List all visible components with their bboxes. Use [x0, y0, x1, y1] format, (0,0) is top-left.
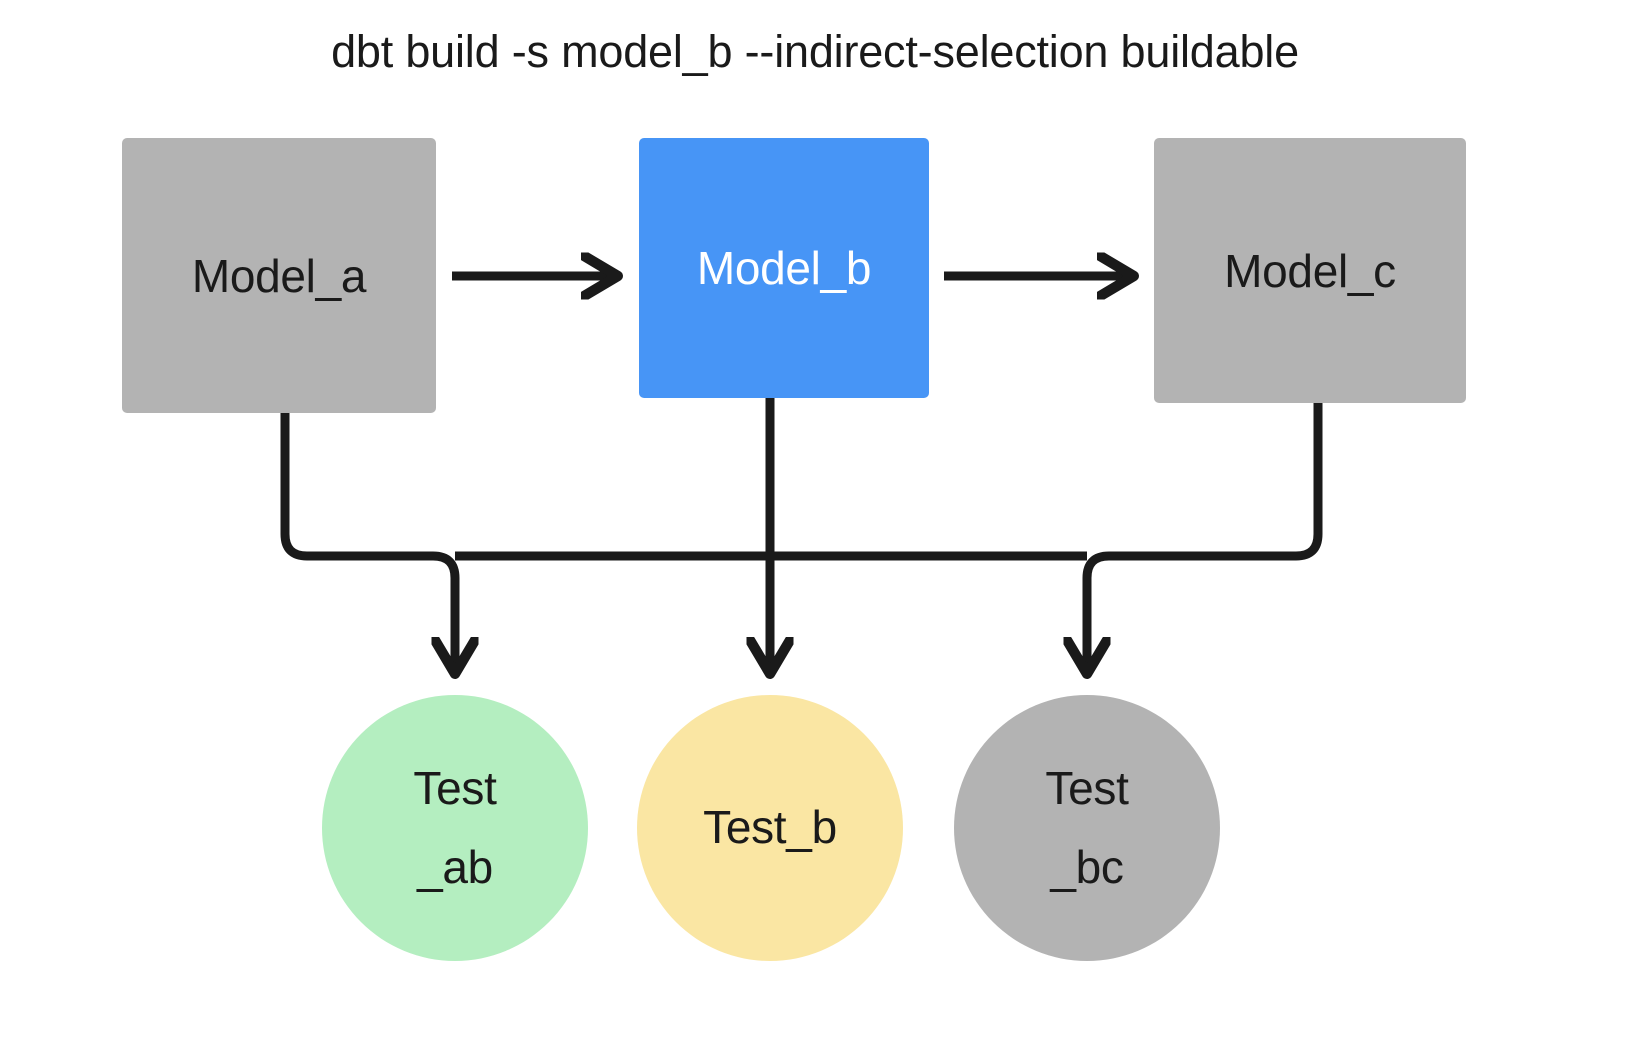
- edge-model-c-to-test-bc: [1087, 403, 1323, 672]
- edge-model-a-to-test-ab: [280, 413, 455, 672]
- node-test-bc-label-line1: Test: [1045, 761, 1129, 814]
- node-test-b-label-line1: Test_b: [703, 801, 837, 854]
- node-test-bc[interactable]: Test _bc: [954, 695, 1220, 961]
- node-model-a-label: Model_a: [191, 249, 367, 302]
- node-test-ab-label-line2: _ab: [417, 841, 493, 893]
- node-test-bc-label-line2: _bc: [1050, 841, 1124, 893]
- node-test-ab[interactable]: Test _ab: [322, 695, 588, 961]
- diagram-title: dbt build -s model_b --indirect-selectio…: [331, 26, 1299, 77]
- node-model-c[interactable]: Model_c: [1154, 138, 1466, 403]
- node-model-a[interactable]: Model_a: [122, 138, 436, 413]
- node-model-b-label: Model_b: [696, 242, 872, 294]
- node-test-ab-label-line1: Test: [413, 761, 497, 814]
- node-model-b[interactable]: Model_b: [639, 138, 929, 398]
- node-test-b[interactable]: Test_b: [637, 695, 903, 961]
- node-model-c-label: Model_c: [1224, 244, 1396, 297]
